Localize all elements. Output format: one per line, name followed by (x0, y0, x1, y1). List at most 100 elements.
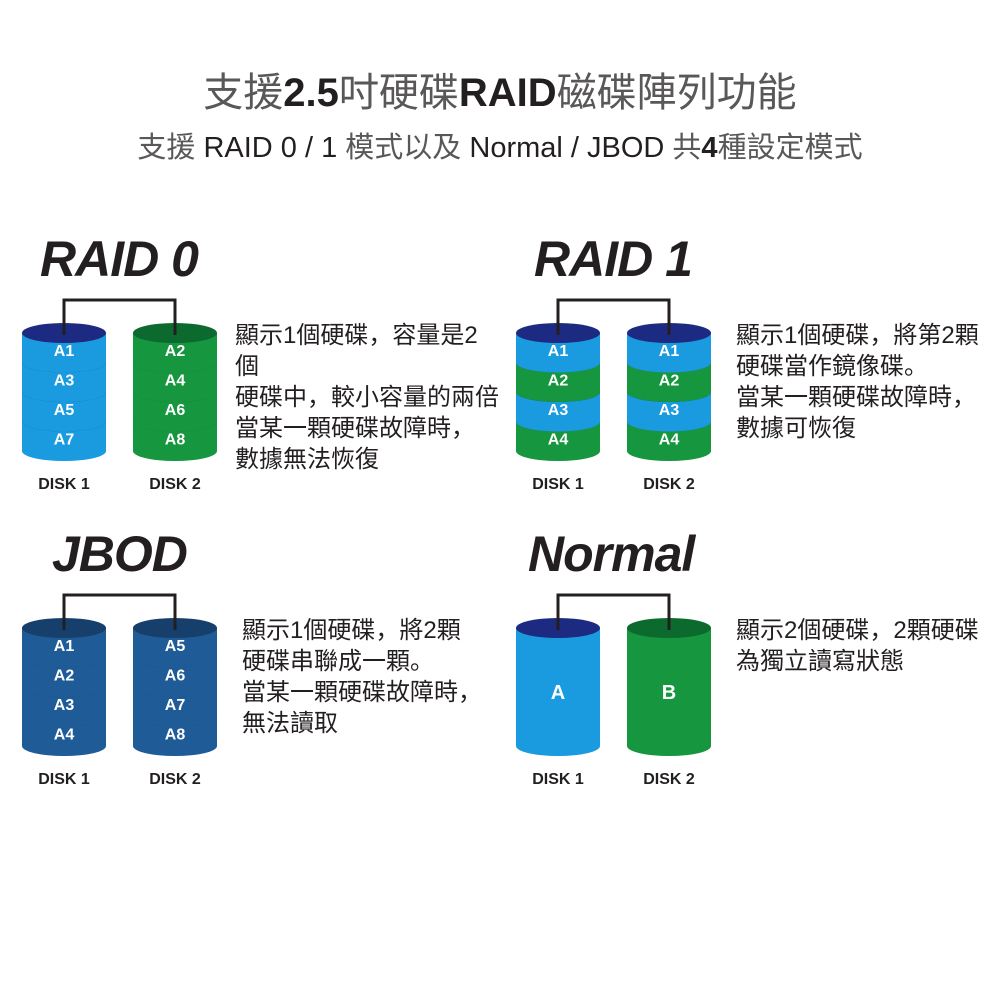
slice-body (516, 362, 600, 402)
disk-slice: A (516, 618, 600, 756)
disk-diagram: A DISK 1 B DISK 2 (516, 593, 711, 788)
connector-line (62, 298, 177, 335)
slice-label: A2 (54, 667, 75, 684)
title-part-bold: 2.5 (283, 71, 339, 115)
slice-label: A1 (54, 343, 75, 360)
disk-label: DISK 2 (149, 476, 201, 493)
slice-label: A4 (548, 431, 569, 448)
slice-body (133, 657, 217, 697)
slice-label: A5 (165, 638, 186, 655)
subtitle-part: Normal / JBOD (469, 132, 665, 164)
disk-label: DISK 1 (38, 476, 90, 493)
subtitle-part: RAID 0 / 1 (203, 132, 338, 164)
section-description: 顯示1個硬碟，將2顆 硬碟串聯成一顆。 當某一顆硬碟故障時， 無法讀取 (242, 617, 482, 737)
page-title: 支援2.5吋硬碟RAID磁碟陣列功能 (0, 60, 1000, 118)
slice-label: A8 (165, 726, 186, 743)
slice-body (22, 333, 107, 373)
slice-body (133, 333, 217, 373)
slice-label: A1 (548, 343, 569, 360)
slice-body (627, 392, 711, 432)
section-description: 顯示1個硬碟，容量是2個 硬碟中，較小容量的兩倍 當某一顆硬碟故障時， 數據無法… (235, 322, 499, 473)
slice-body (516, 628, 600, 756)
slice-label: A5 (54, 402, 75, 419)
slice-label: A1 (659, 343, 680, 360)
disk-label: DISK 1 (38, 771, 90, 788)
slice-label: A2 (165, 343, 186, 360)
slice-body (133, 687, 217, 727)
disk-1: A DISK 1 (516, 618, 600, 788)
slice-body (22, 421, 106, 461)
slice-body (133, 628, 217, 668)
disk-label: DISK 2 (149, 771, 201, 788)
title-part-bold: RAID (458, 71, 557, 115)
connector-line (62, 593, 177, 630)
slice-label: A6 (165, 402, 186, 419)
slice-label: A3 (54, 372, 75, 389)
slice-body (627, 628, 711, 756)
slice-label: A3 (54, 697, 75, 714)
disk-2: B DISK 2 (627, 618, 711, 788)
slice-body (627, 421, 711, 461)
section-description: 顯示1個硬碟，將第2顆 硬碟當作鏡像碟。 當某一顆硬碟故障時， 數據可恢復 (736, 322, 979, 442)
page-subtitle: 支援 RAID 0 / 1 模式以及 Normal / JBOD 共4種設定模式 (0, 124, 1000, 166)
subtitle-part: 模式以及 (337, 132, 470, 164)
disk-slice: B (627, 618, 711, 756)
slice-body (133, 421, 217, 461)
disk-label: DISK 2 (643, 476, 695, 493)
subtitle-part: 種設定模式 (717, 132, 863, 164)
section-title: JBOD (52, 526, 188, 582)
slice-body (133, 392, 217, 432)
slice-body (22, 628, 107, 668)
slice-label: A4 (54, 726, 75, 743)
slice-body (133, 362, 217, 402)
title-part: 支援 (203, 71, 284, 115)
section-normal: Normal A DISK 1 B DISK 2 顯示2個硬碟，2顆硬碟 為獨立讀寫狀… (494, 525, 994, 815)
slice-label: A6 (165, 667, 186, 684)
slice-label: A3 (548, 402, 569, 419)
slice-body (22, 716, 106, 756)
section-title: RAID 1 (534, 231, 693, 287)
connector-line (556, 593, 671, 630)
slice-body (627, 362, 711, 402)
slice-body (516, 421, 600, 461)
slice-label: A1 (54, 638, 75, 655)
disk-label: DISK 1 (532, 476, 584, 493)
subtitle-part: 4 (701, 132, 718, 164)
slice-body (22, 392, 107, 432)
slice-label: A4 (659, 431, 680, 448)
slice-label: A7 (165, 697, 186, 714)
slice-body (22, 687, 107, 727)
slice-label: A2 (548, 372, 569, 389)
section-title: Normal (528, 526, 695, 582)
slice-body (22, 362, 106, 402)
slice-body (516, 333, 600, 373)
disk-label: DISK 1 (532, 771, 584, 788)
slice-body (22, 657, 106, 697)
slice-body (627, 333, 711, 373)
slice-label: B (662, 682, 676, 704)
section-description: 顯示2個硬碟，2顆硬碟 為獨立讀寫狀態 (736, 617, 979, 675)
disk-slice: A1 (516, 323, 600, 373)
subtitle-part: 共 (664, 132, 702, 164)
slice-label: A2 (659, 372, 680, 389)
disk-label: DISK 2 (643, 771, 695, 788)
title-part: 磁碟陣列功能 (556, 71, 797, 115)
subtitle-part: 支援 (137, 132, 204, 164)
slice-label: A3 (659, 402, 680, 419)
slice-label: A (551, 682, 565, 704)
slice-label: A7 (54, 431, 75, 448)
section-title: RAID 0 (40, 231, 199, 287)
slice-body (133, 716, 217, 756)
